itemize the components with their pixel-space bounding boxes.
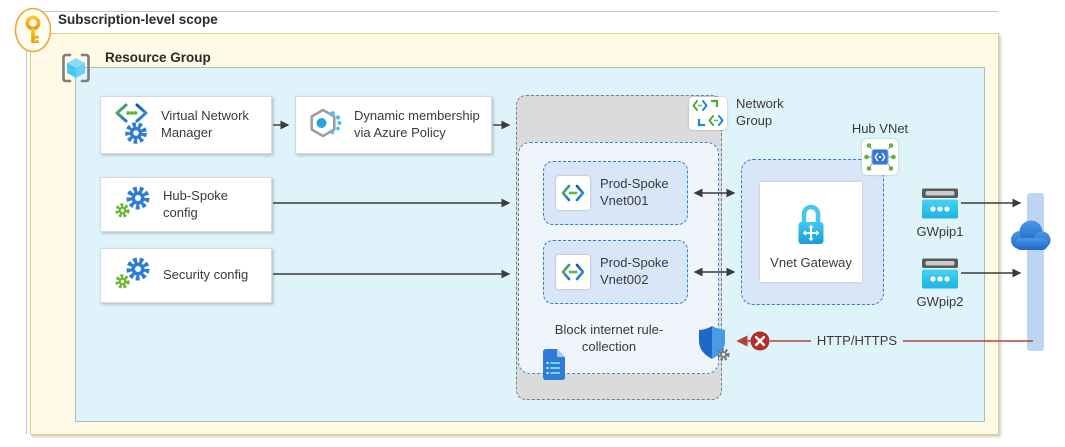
node-label: Prod-Spoke Vnet001 bbox=[600, 176, 669, 208]
node-security-config: Security config bbox=[100, 248, 272, 303]
node-hub-spoke-config: Hub-Spoke config bbox=[100, 177, 272, 232]
key-icon bbox=[14, 7, 52, 53]
virtual-network-icon bbox=[556, 255, 590, 289]
node-dynamic-membership: Dynamic membership via Azure Policy bbox=[295, 96, 492, 154]
virtual-network-icon bbox=[556, 176, 590, 210]
virtual-network-manager-icon bbox=[113, 101, 151, 150]
node-label: Prod-Spoke Vnet002 bbox=[600, 255, 669, 287]
block-rule-label: Block internet rule-collection bbox=[554, 322, 664, 354]
network-group-label: Network Group bbox=[736, 96, 784, 128]
firewall-shield-icon bbox=[696, 324, 732, 362]
subscription-scope-box bbox=[26, 11, 998, 434]
resource-group-title: Resource Group bbox=[105, 50, 211, 65]
document-rules-icon bbox=[540, 348, 567, 381]
node-prod-spoke-vnet001: Prod-Spoke Vnet001 bbox=[543, 161, 688, 225]
internet-cloud-icon bbox=[1006, 218, 1054, 256]
blocked-x-icon bbox=[750, 331, 770, 351]
node-label: Dynamic membership via Azure Policy bbox=[354, 108, 480, 140]
public-ip-icon bbox=[921, 258, 959, 289]
public-ip-icon bbox=[921, 188, 959, 219]
hub-vnet-icon bbox=[862, 139, 898, 175]
internet-boundary-bar bbox=[1027, 193, 1044, 351]
node-virtual-network-manager: Virtual Network Manager bbox=[100, 96, 272, 154]
azure-policy-hexagon-icon bbox=[308, 104, 344, 147]
gears-config-icon bbox=[113, 254, 153, 297]
vnet-gateway-lock-icon bbox=[793, 198, 829, 255]
node-label: Virtual Network Manager bbox=[161, 108, 249, 140]
node-label: Security config bbox=[163, 267, 249, 283]
subscription-title: Subscription-level scope bbox=[58, 12, 218, 27]
gears-config-icon bbox=[113, 183, 153, 226]
node-prod-spoke-vnet002: Prod-Spoke Vnet002 bbox=[543, 240, 688, 304]
resource-group-cube-icon bbox=[59, 50, 93, 86]
hub-vnet-label: Hub VNet bbox=[851, 121, 909, 136]
http-https-label: HTTP/HTTPS bbox=[816, 333, 898, 348]
node-label: Hub-Spoke config bbox=[163, 187, 229, 220]
gwpip1-label: GWpip1 bbox=[916, 224, 964, 239]
network-group-icon bbox=[689, 97, 727, 130]
gwpip2-label: GWpip2 bbox=[916, 294, 964, 309]
node-vnet-gateway: Vnet Gateway bbox=[760, 182, 862, 282]
node-label: Vnet Gateway bbox=[770, 255, 852, 271]
